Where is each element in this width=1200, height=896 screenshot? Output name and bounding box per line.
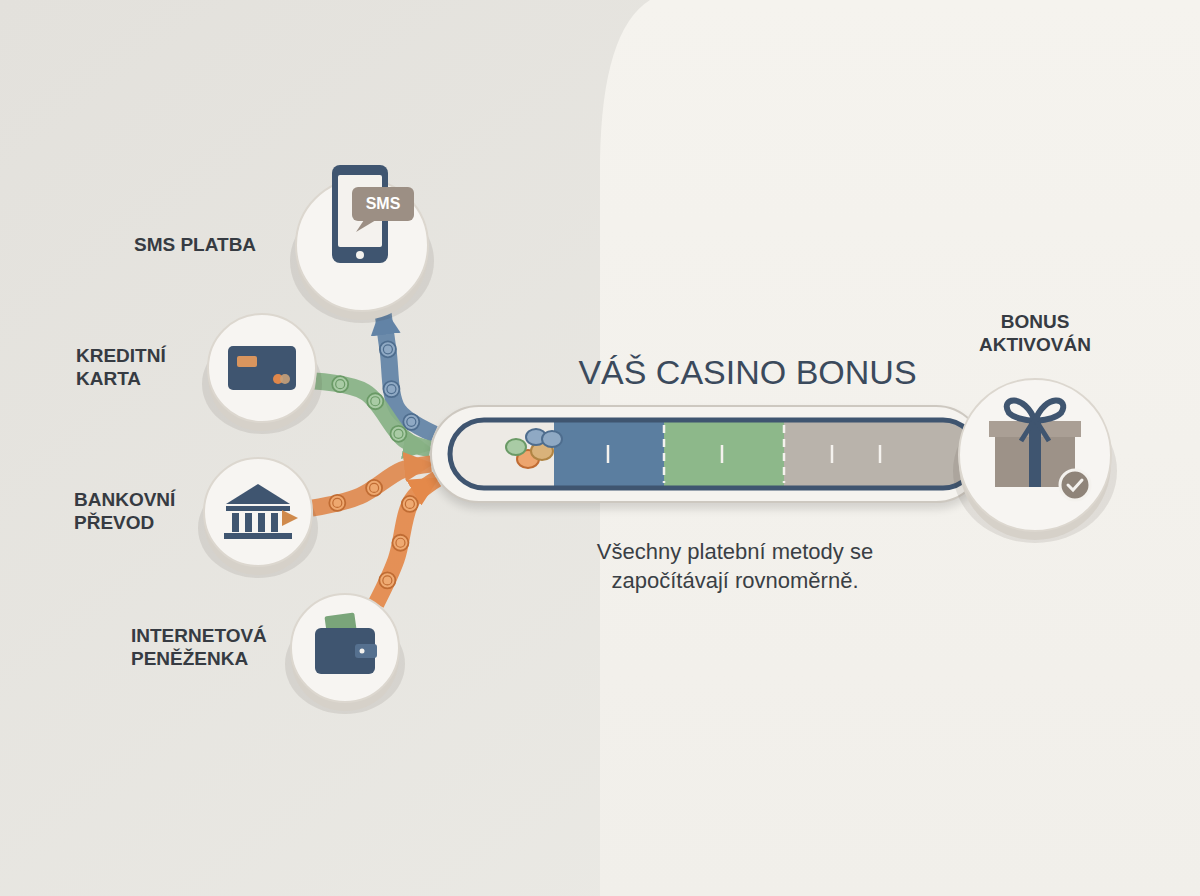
wallet-icon (315, 612, 377, 674)
coin (402, 496, 418, 512)
coin (392, 535, 408, 551)
coin (332, 376, 348, 392)
money-stream (376, 479, 437, 604)
payment-method-disc: BANKOVNÍ PŘEVOD (204, 458, 312, 566)
bank-icon (224, 484, 298, 539)
disc-shape (204, 458, 312, 566)
phone-icon (332, 165, 414, 263)
coin (367, 393, 383, 409)
coin (379, 572, 395, 588)
caption: Všechny platební metody se započítávají … (560, 538, 910, 595)
coin-ring (405, 499, 414, 508)
payment-method-disc: KREDITNÍ KARTA (208, 314, 316, 422)
method-label: SMS PLATBA (134, 234, 284, 257)
card-icon (228, 346, 296, 390)
bar-title: VÁŠ CASINO BONUS (532, 354, 963, 391)
coin (380, 341, 396, 357)
progress-track (432, 407, 983, 501)
coin (383, 381, 399, 397)
coin-ring (371, 397, 380, 406)
coin (329, 495, 345, 511)
disc-shape (208, 314, 316, 422)
method-label: INTERNETOVÁ PENĚŽENKA (131, 625, 279, 671)
coin (366, 480, 382, 496)
disc-shape (296, 179, 428, 311)
coin (403, 414, 419, 430)
bonus-end-disc: BONUS AKTIVOVÁN (959, 379, 1111, 531)
payment-method-disc: SMS PLATBA (296, 179, 428, 311)
payment-method-disc: INTERNETOVÁ PENĚŽENKA (291, 594, 399, 702)
coin-ring (370, 483, 379, 492)
coins (329, 341, 419, 588)
coin-ring (387, 385, 396, 394)
method-label: BANKOVNÍ PŘEVOD (74, 489, 192, 535)
progress-bar: VÁŠ CASINO BONUS (430, 405, 985, 503)
status-label: BONUS AKTIVOVÁN (965, 311, 1105, 357)
coin-ring (396, 538, 405, 547)
coin-ring (394, 429, 403, 438)
coin-ring (383, 576, 392, 585)
coin-pile (506, 429, 562, 468)
coin (390, 426, 406, 442)
coin-ring (333, 498, 342, 507)
gift-icon (989, 400, 1090, 500)
coin-ring (336, 380, 345, 389)
coin-ring (383, 345, 392, 354)
coin-ring (407, 417, 416, 426)
icon-text: SMS (366, 195, 401, 213)
disc-shape (291, 594, 399, 702)
disc-shape (959, 379, 1111, 531)
ground-right (600, 0, 1200, 896)
method-label: KREDITNÍ KARTA (76, 345, 196, 391)
money-stream (314, 381, 430, 449)
